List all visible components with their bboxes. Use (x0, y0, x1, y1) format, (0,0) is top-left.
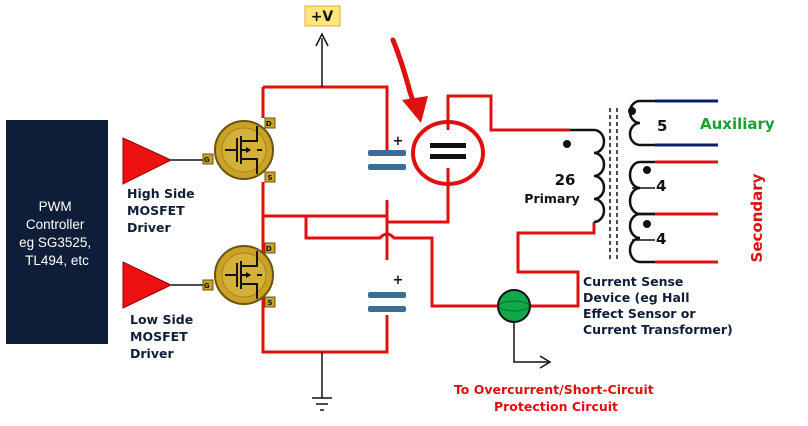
transformer: 26 Primary 5 Auxiliary 4 4 Secondary (524, 99, 775, 264)
secondary-label: Secondary (748, 173, 766, 262)
lower-capacitor: + (368, 273, 406, 312)
upper-capacitor: + (368, 134, 406, 170)
pwm-line-1: PWM (39, 199, 72, 214)
secondary-turns-upper: 4 (656, 177, 666, 195)
low-gate-pin: G (204, 282, 210, 290)
pwm-line-2: Controller (26, 217, 85, 232)
low-side-driver-triangle (122, 261, 173, 309)
primary-dot (563, 140, 571, 148)
highlight-circle (411, 120, 485, 186)
primary-label: Primary (524, 191, 579, 206)
secondary-dot-upper (643, 166, 651, 174)
pwm-controller-label: PWM Controller eg SG3525, TL494, etc (19, 199, 95, 268)
transformer-core (609, 108, 618, 262)
aux-winding (628, 99, 655, 147)
current-sense-device (497, 289, 531, 323)
primary-turns: 26 (555, 171, 576, 189)
primary-winding (570, 128, 606, 224)
current-sense-label: Current Sense Device (eg Hall Effect Sen… (583, 274, 733, 337)
supply-label-box (304, 5, 341, 27)
pwm-controller-box (6, 120, 108, 344)
high-side-driver-label: High Side MOSFET Driver (127, 186, 199, 235)
secondary-dot-lower (643, 220, 651, 228)
red-wiring (261, 85, 718, 354)
top-rail (263, 85, 389, 150)
high-drain-pin: D (266, 120, 272, 128)
supply-label: +V (311, 9, 334, 25)
secondary-turns-lower: 4 (656, 230, 666, 248)
secondary-winding-lower (628, 212, 655, 264)
low-drain-pin: D (266, 245, 272, 253)
bottom-rail (261, 290, 389, 354)
high-side-mosfet: G D S (202, 117, 276, 183)
aux-label: Auxiliary (700, 115, 775, 133)
high-side-driver-triangle (122, 137, 173, 185)
svg-text:G D S: G D S (204, 245, 274, 307)
high-source-pin: S (267, 174, 272, 182)
callout-arrow-icon (390, 37, 428, 123)
protection-label: To Overcurrent/Short-Circuit Protection … (454, 382, 658, 414)
low-side-mosfet: G D S (202, 242, 276, 308)
lower-capacitor-polarity: + (393, 273, 404, 288)
svg-text:G D S: G D S (204, 120, 274, 182)
low-side-driver-label: Low Side MOSFET Driver (130, 312, 198, 361)
pwm-line-3: eg SG3525, (19, 235, 91, 250)
aux-turns: 5 (657, 117, 667, 135)
low-source-pin: S (267, 299, 272, 307)
series-capacitor (411, 120, 485, 186)
upper-capacitor-polarity: + (393, 134, 404, 149)
black-wiring (171, 32, 655, 411)
secondary-winding-upper (628, 160, 655, 216)
high-gate-pin: G (204, 156, 210, 164)
pwm-line-4: TL494, etc (25, 253, 89, 268)
aux-dot (628, 107, 636, 115)
